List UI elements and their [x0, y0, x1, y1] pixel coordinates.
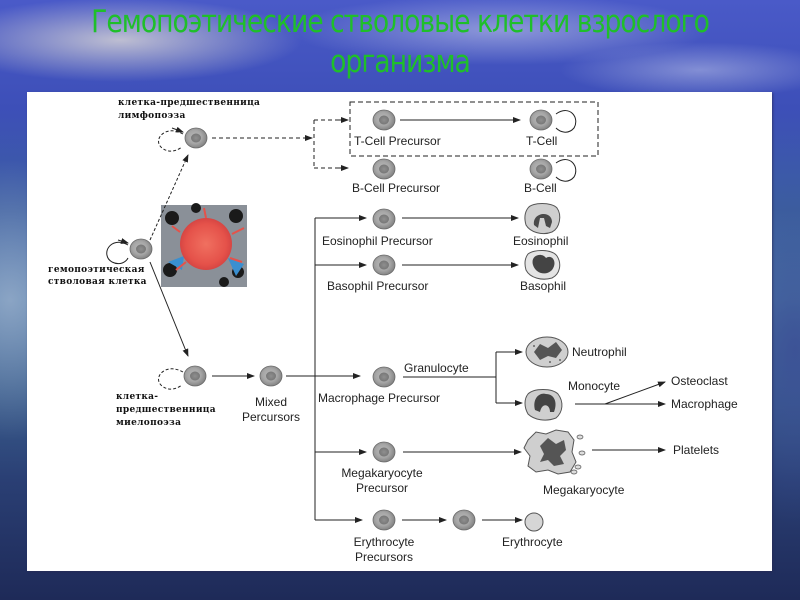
t-cell-label: T-Cell	[526, 134, 557, 148]
erythrocyte-label: Erythrocyte	[502, 535, 563, 549]
arrow-to-myeloid	[149, 261, 189, 357]
erythrocyte-precursor-1	[372, 509, 396, 531]
slide-title-line1: Гемопоэтические стволовые клетки взросло…	[91, 4, 710, 40]
stem-cell-label-line1: гемопоэтическая	[48, 265, 145, 275]
b-cell	[529, 158, 577, 182]
basophil-label: Basophil	[520, 279, 566, 293]
myeloid-progenitor-label-line3: миелопоэза	[116, 418, 181, 428]
basophil	[524, 250, 561, 280]
monocyte-label: Monocyte	[568, 379, 620, 393]
platelets-label: Platelets	[673, 443, 719, 457]
mixed-precursors-label-line1: Mixed	[255, 395, 287, 409]
granulocyte-label: Granulocyte	[404, 361, 469, 375]
megakaryocyte-label: Megakaryocyte	[543, 483, 625, 497]
neutrophil	[525, 336, 569, 368]
basophil-precursor-label: Basophil Precursor	[327, 279, 428, 293]
monocyte	[524, 389, 563, 421]
eosinophil-precursor	[372, 208, 396, 230]
eosinophil-label: Eosinophil	[513, 234, 568, 248]
megakaryocyte-precursor-label-line2: Precursor	[356, 481, 408, 495]
t-cell-precursor	[372, 109, 396, 131]
b-cell-label: B-Cell	[524, 181, 557, 195]
lymphoid-progenitor-cell	[158, 126, 208, 152]
stem-cell-photo	[161, 203, 247, 287]
basophil-precursor	[372, 254, 396, 276]
macrophage-label: Macrophage	[671, 397, 738, 411]
slide-title: Гемопоэтические стволовые клетки взросло…	[56, 2, 744, 82]
erythrocyte-precursor-2	[452, 509, 476, 531]
macrophage-precursor	[372, 366, 396, 388]
megakaryocyte	[523, 429, 586, 475]
mixed-precursors-label-line2: Percursors	[242, 410, 300, 424]
eosinophil	[524, 203, 561, 235]
t-cell	[529, 109, 577, 133]
self-renewal-arrow	[106, 241, 129, 265]
mixed-precursors	[259, 365, 283, 387]
b-cell-precursor	[372, 158, 396, 180]
neutrophil-label: Neutrophil	[572, 345, 627, 359]
arrow-to-lymphoid	[149, 154, 189, 241]
b-cell-precursor-label: B-Cell Precursor	[352, 181, 440, 195]
stem-cell-label-line2: стволовая клетка	[48, 277, 147, 287]
erythrocyte-precursors-label-line1: Erythrocyte	[354, 535, 415, 549]
slide-title-line2: организма	[330, 44, 471, 80]
t-cell-box	[349, 101, 599, 157]
erythrocyte	[524, 512, 544, 532]
lymphoid-progenitor-label-line1: клетка-предшественница	[118, 98, 260, 108]
osteoclast-label: Osteoclast	[671, 374, 728, 388]
erythrocyte-precursors-label-line2: Precursors	[355, 550, 413, 564]
stem-cell	[106, 238, 153, 265]
myeloid-progenitor-label-line2: предшественница	[116, 405, 216, 415]
lymphoid-progenitor-label-line2: лимфопоэза	[118, 111, 186, 121]
megakaryocyte-precursor-label-line1: Megakaryocyte	[341, 466, 423, 480]
myeloid-progenitor-cell	[158, 365, 207, 390]
t-cell-precursor-label: T-Cell Precursor	[354, 134, 441, 148]
eosinophil-precursor-label: Eosinophil Precursor	[322, 234, 433, 248]
diagram-panel	[27, 92, 772, 571]
megakaryocyte-precursor	[372, 441, 396, 463]
macrophage-precursor-label: Macrophage Precursor	[318, 391, 440, 405]
myeloid-progenitor-label-line1: клетка-	[116, 392, 158, 402]
